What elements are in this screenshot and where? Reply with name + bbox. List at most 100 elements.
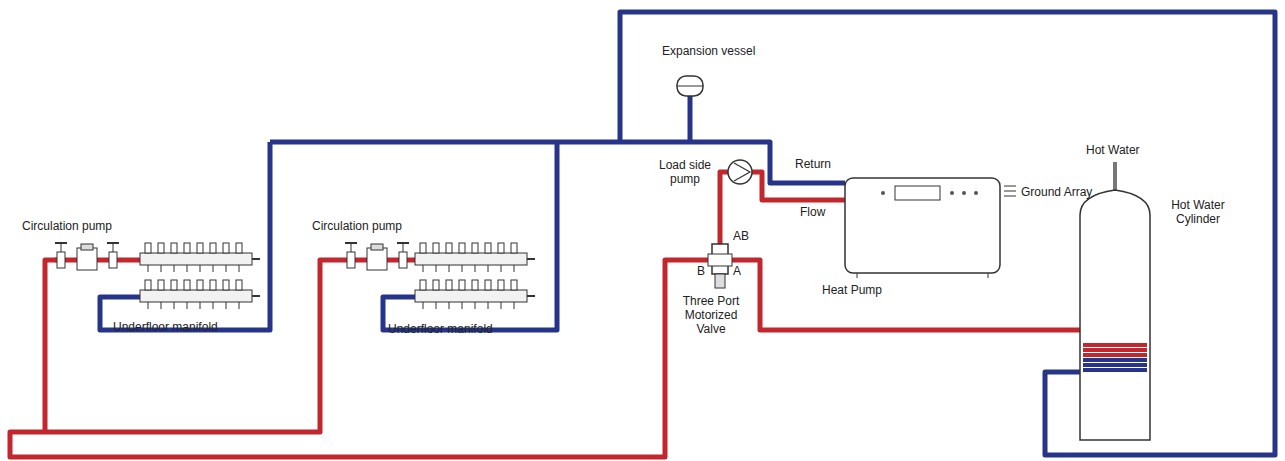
loop-port <box>423 302 424 309</box>
three-port-valve <box>708 244 732 288</box>
loop-valve <box>485 280 491 290</box>
flow-meter <box>184 243 190 253</box>
loop-port <box>161 265 162 272</box>
loop-valve <box>472 280 478 290</box>
loop-port <box>501 302 502 309</box>
loop-valve <box>184 280 190 290</box>
isolation-valve <box>347 252 355 268</box>
isolation-valve <box>109 252 117 268</box>
flow-meter <box>472 243 478 253</box>
end-cap <box>252 295 260 297</box>
loop-port <box>161 302 162 309</box>
diagram-label: AB <box>733 229 749 243</box>
coil-winding <box>1083 358 1147 362</box>
diagram-label: Three Port Motorized Valve <box>670 294 752 336</box>
flow-meter <box>433 243 439 253</box>
valve-stem <box>113 243 114 252</box>
loop-port <box>148 302 149 309</box>
flow-bar <box>415 253 527 265</box>
flow-meter <box>145 243 151 253</box>
flow-meter <box>420 243 426 253</box>
loop-port <box>449 265 450 272</box>
loop-valve <box>223 280 229 290</box>
loop-port <box>213 265 214 272</box>
loop-valve <box>197 280 203 290</box>
flow-meter <box>511 243 517 253</box>
coil-winding <box>1083 353 1147 357</box>
loop-port <box>436 302 437 309</box>
valve-handle <box>107 242 119 244</box>
pump-head <box>371 244 383 250</box>
diagram-label: Flow <box>800 205 825 219</box>
flow-meter <box>498 243 504 253</box>
underfloor-manifolds <box>55 243 535 309</box>
loop-port <box>200 265 201 272</box>
isolation-valve <box>57 252 65 268</box>
heat-pump-unit <box>845 178 1016 278</box>
valve-handle <box>397 242 409 244</box>
flow-bar <box>140 253 252 265</box>
flow-meter <box>197 243 203 253</box>
diagram-label: Circulation pump <box>22 219 112 233</box>
flow-meter <box>158 243 164 253</box>
loop-valve <box>498 280 504 290</box>
flow-meter <box>223 243 229 253</box>
loop-valve <box>446 280 452 290</box>
pump-head <box>81 244 93 250</box>
loop-valve <box>433 280 439 290</box>
loop-port <box>213 302 214 309</box>
flow-meter <box>485 243 491 253</box>
loop-valve <box>459 280 465 290</box>
coil-winding <box>1083 348 1147 352</box>
expansion-vessel <box>677 76 703 96</box>
valve-stem <box>403 243 404 252</box>
loop-port <box>226 302 227 309</box>
flow-meter <box>459 243 465 253</box>
flow-pipes <box>10 172 1085 457</box>
loop-valve <box>420 280 426 290</box>
loop-port <box>187 302 188 309</box>
diagram-label: Circulation pump <box>312 219 402 233</box>
loop-port <box>514 302 515 309</box>
loop-port <box>436 265 437 272</box>
flow-meter <box>236 243 242 253</box>
return-pipes <box>100 12 1275 455</box>
diagram-label: Underfloor manifold <box>113 320 218 334</box>
loop-valve <box>171 280 177 290</box>
loop-valve <box>210 280 216 290</box>
loop-port <box>239 265 240 272</box>
diagram-label: A <box>733 264 741 278</box>
loop-valve <box>158 280 164 290</box>
coil-winding <box>1083 363 1147 367</box>
diagram-label: Expansion vessel <box>662 44 755 58</box>
flow-meter <box>171 243 177 253</box>
loop-port <box>423 265 424 272</box>
circulation-pump <box>367 248 387 270</box>
loop-port <box>200 302 201 309</box>
loop-port <box>449 302 450 309</box>
valve-handle <box>345 242 357 244</box>
flow-meter <box>446 243 452 253</box>
diagram-label: Load side pump <box>650 158 720 186</box>
loop-valve <box>145 280 151 290</box>
isolation-valve <box>399 252 407 268</box>
end-cap <box>527 258 535 260</box>
circulation-pump <box>77 248 97 270</box>
return-bar <box>415 290 527 302</box>
valve-handle <box>55 242 67 244</box>
loop-port <box>174 265 175 272</box>
flow-meter <box>210 243 216 253</box>
loop-port <box>514 265 515 272</box>
loop-port <box>462 302 463 309</box>
loop-port <box>239 302 240 309</box>
loop-port <box>475 265 476 272</box>
valve-stem <box>61 243 62 252</box>
diagram-label: Hot Water <box>1086 143 1140 157</box>
load-side-pump <box>728 160 752 184</box>
coil-winding <box>1083 343 1147 347</box>
loop-port <box>501 265 502 272</box>
loop-port <box>226 265 227 272</box>
end-cap <box>252 258 260 260</box>
